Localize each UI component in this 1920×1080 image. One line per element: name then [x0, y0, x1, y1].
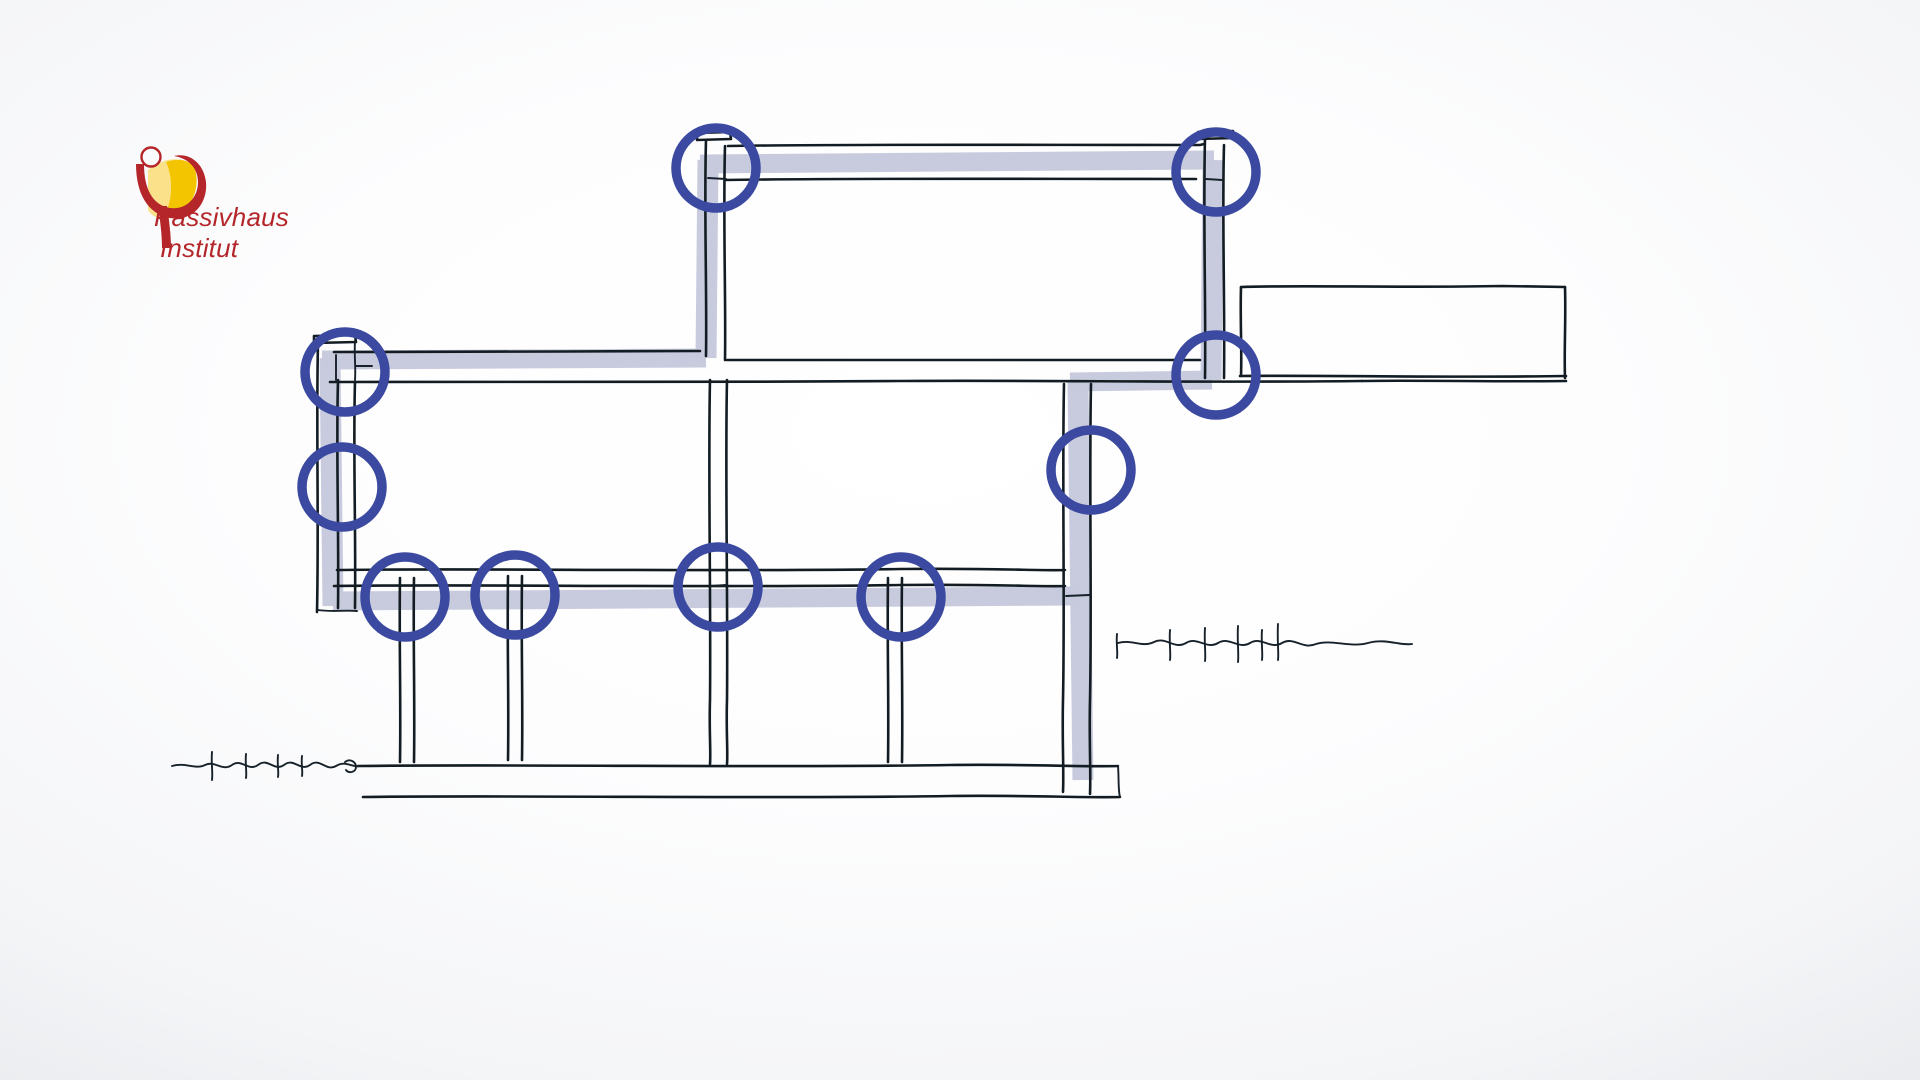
cantilever-balcony-slab: [1238, 284, 1568, 383]
mid-slab-top-right: [725, 358, 1202, 362]
terrain-hatch-right: [1117, 639, 1413, 647]
thermal-bridge-column-2[interactable]: [470, 550, 560, 640]
thermal-bridge-wall-mid-left[interactable]: [297, 442, 387, 532]
column-1-left: [398, 576, 402, 764]
insulation-wall-upper-right: [1200, 159, 1224, 381]
upper-wall-left-inner: [722, 144, 727, 362]
column-3-left: [707, 378, 712, 766]
terrain-line-left: [171, 751, 361, 781]
upper-wall-right-inner: [1221, 143, 1226, 380]
logo-sun-circle-icon: [140, 146, 162, 168]
foundation-bottom: [361, 794, 1122, 799]
roof-top-line: [726, 142, 1206, 148]
column-3-tie: [710, 584, 727, 587]
support-column-3: [707, 378, 729, 766]
thermal-bridge-wall-mid-right[interactable]: [1046, 425, 1136, 515]
foundation-right-edge: [1117, 765, 1121, 798]
column-2-right: [520, 574, 524, 762]
terrain-hatch-left: [171, 761, 361, 769]
support-column-2: [506, 574, 524, 762]
upper-wall-left-tie: [707, 177, 727, 180]
thermal-bridge-upper-wall-head-left[interactable]: [300, 327, 390, 417]
terrain-tick-l2: [244, 753, 248, 779]
logo-bowl: [136, 155, 207, 219]
thermal-bridge-column-3[interactable]: [673, 542, 763, 632]
insulation-envelope: [319, 150, 1224, 781]
upper-storey-wall-left: [703, 138, 727, 362]
ground-slab-top: [335, 567, 1067, 572]
support-column-4: [886, 576, 904, 764]
balcony-soffit-extension: [1360, 379, 1568, 383]
terrain-tick-r1: [1168, 629, 1172, 661]
upper-storey-wall-right: [1202, 137, 1226, 380]
balcony-right-edge: [1563, 285, 1567, 380]
terrain-tick-r0: [1115, 633, 1119, 659]
thermal-bridge-roof-parapet-right[interactable]: [1171, 127, 1261, 217]
upper-wall-right-outer: [1202, 137, 1207, 380]
balcony-left-edge: [1239, 285, 1243, 378]
balcony-top-line: [1239, 284, 1567, 289]
mid-slab-left-rib: [353, 340, 357, 381]
ground-floor-slab: [332, 567, 1067, 588]
terrain-tick-l1: [210, 751, 214, 781]
right-wall-outer: [1088, 382, 1093, 796]
ground-slab-bottom: [332, 583, 1067, 588]
terrain-tick-r5: [1276, 623, 1280, 661]
insulation-roof-upper: [699, 150, 1215, 174]
right-wall-floor-tie: [1065, 594, 1090, 597]
insulation-wall-facade-left: [319, 357, 344, 607]
logo-stem: [158, 206, 171, 248]
foundation-slab: [356, 763, 1122, 799]
logo-wordmark: Passivhaus Institut: [154, 202, 384, 263]
left-wall-inner-b: [352, 380, 357, 610]
mid-slab-bottom: [328, 379, 1364, 384]
left-wall-base: [317, 609, 358, 612]
right-wall-inner: [1061, 382, 1066, 794]
logo-line-institut: Institut: [160, 232, 239, 263]
terrain-tick-r2: [1203, 627, 1207, 662]
upper-wall-left-outer: [703, 138, 708, 358]
column-2-left: [506, 574, 510, 762]
column-3-right: [724, 378, 729, 766]
insulation-wall-facade-right: [1067, 381, 1094, 781]
column-4-left: [886, 576, 890, 764]
support-column-1: [398, 576, 416, 764]
logo-line-passivhaus: Passivhaus: [154, 202, 289, 232]
terrain-tick-l3: [276, 754, 280, 778]
thermal-bridge-column-4[interactable]: [856, 552, 946, 642]
thermal-bridge-roof-parapet-left[interactable]: [671, 123, 761, 213]
thermal-bridge-annotations[interactable]: [297, 123, 1261, 642]
insulation-floor-ground: [332, 586, 1080, 611]
passivhaus-institut-logo: Passivhaus Institut: [118, 140, 378, 280]
terrain-tick-r3: [1236, 625, 1240, 663]
terrain-loop-left: [344, 759, 357, 774]
terrain-tick-r4: [1260, 629, 1264, 661]
mid-slab-top-left: [332, 349, 702, 354]
column-4-right: [900, 576, 904, 764]
upper-wall-right-tie: [1205, 178, 1223, 181]
foundation-top: [356, 763, 1120, 768]
right-facade-wall: [1061, 382, 1093, 796]
thermal-bridge-column-1[interactable]: [360, 552, 450, 642]
column-1-right: [412, 576, 416, 764]
roof-soffit-line: [723, 177, 1198, 182]
thermal-bridge-balcony-slab-right[interactable]: [1171, 330, 1261, 420]
passivhaus-logo-mark-icon: [136, 146, 207, 248]
left-wall-outer: [315, 340, 320, 614]
balcony-bottom-line: [1238, 374, 1568, 379]
terrain-line-right: [1115, 623, 1413, 663]
terrain-tick-l4: [300, 755, 304, 777]
